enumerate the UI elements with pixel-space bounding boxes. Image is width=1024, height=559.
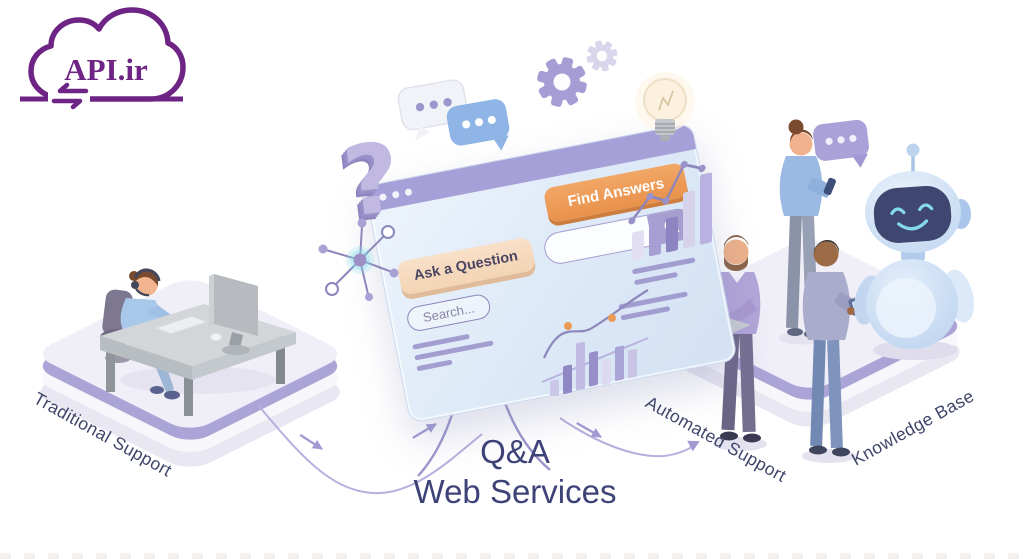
gears-icon (537, 40, 618, 107)
cropped-text-artifact (0, 553, 1024, 559)
robot-speech-bubble (813, 119, 869, 168)
search-field[interactable]: Search... (405, 292, 493, 334)
mouse (210, 333, 222, 341)
bar-line-chart-top (628, 160, 712, 261)
logo-text: API.ir (64, 52, 148, 87)
headset-icon (133, 268, 161, 282)
logo: API.ir (14, 6, 186, 124)
cloud-sync-icon: API.ir (20, 7, 186, 114)
desk (100, 274, 296, 416)
placeholder-lines (412, 330, 496, 372)
robot (854, 143, 975, 360)
bar-line-chart-bottom (541, 289, 649, 396)
monitor (209, 274, 258, 355)
caption-line1: Q&A (480, 433, 550, 470)
chat-bubbles-icon (397, 79, 510, 151)
window-dot (404, 187, 413, 196)
caption-line2: Web Services (413, 473, 617, 511)
caption: Q&A Web Services (395, 432, 635, 513)
robot-face (873, 185, 952, 243)
automated-support-scene (660, 119, 975, 463)
network-node-icon (318, 218, 399, 301)
keyboard (154, 315, 209, 335)
lightbulb-icon (635, 72, 695, 141)
